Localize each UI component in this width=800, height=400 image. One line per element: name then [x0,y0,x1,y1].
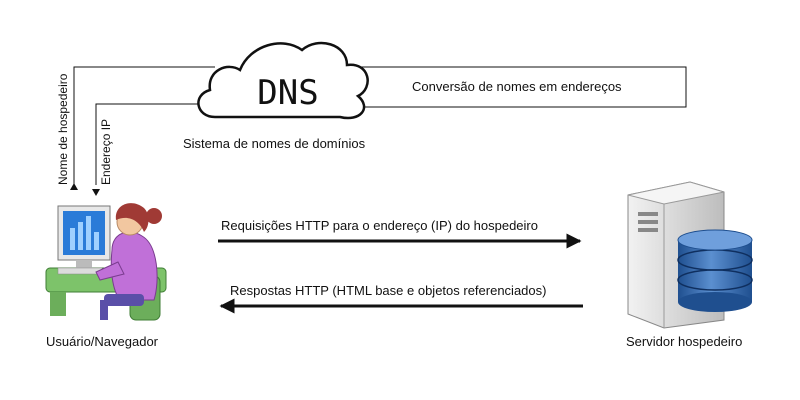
server-database-icon [627,181,753,329]
ip-response-line [95,103,200,185]
hostname-up-arrow [70,183,78,190]
hostname-query-line [73,66,215,185]
client-label: Usuário/Navegador [46,334,159,349]
dns-cloud-text: DNS [257,73,318,113]
ip-label: Endereço IP [99,118,113,185]
hostname-label: Nome de hospedeiro [56,73,70,185]
user-computer-icon [45,203,167,321]
ip-down-arrow [92,189,100,196]
dns-caption: Sistema de nomes de domínios [183,136,366,151]
conversion-bracket [340,66,687,108]
dns-cloud-icon: DNS [197,41,369,120]
conversion-label: Conversão de nomes em endereços [412,79,622,94]
server-label: Servidor hospedeiro [626,334,743,349]
http-request-label: Requisições HTTP para o endereço (IP) do… [221,218,538,233]
dns-connector-lines [73,66,687,185]
http-response-label: Respostas HTTP (HTML base e objetos refe… [230,283,547,298]
